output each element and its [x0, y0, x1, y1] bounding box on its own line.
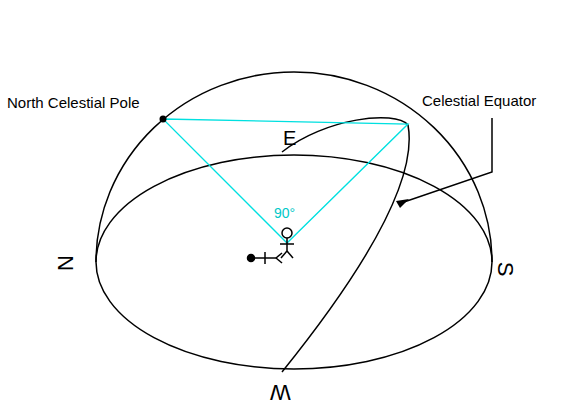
leader-line — [404, 118, 492, 202]
angle-triangle — [163, 119, 408, 243]
direction-letter: E — [283, 128, 296, 148]
pole-label: North Celestial Pole — [7, 95, 140, 110]
horizon-ellipse — [96, 155, 492, 369]
direction-letter: S — [494, 262, 516, 277]
celestial-equator-arc — [282, 118, 409, 372]
lying-figure — [248, 252, 283, 264]
arrow-head — [396, 199, 409, 208]
direction-letter: N — [55, 255, 77, 271]
angle-label: 90° — [274, 206, 295, 220]
equator-label: Celestial Equator — [422, 93, 536, 108]
direction-letter: W — [270, 381, 291, 403]
pole-dot — [160, 116, 167, 123]
